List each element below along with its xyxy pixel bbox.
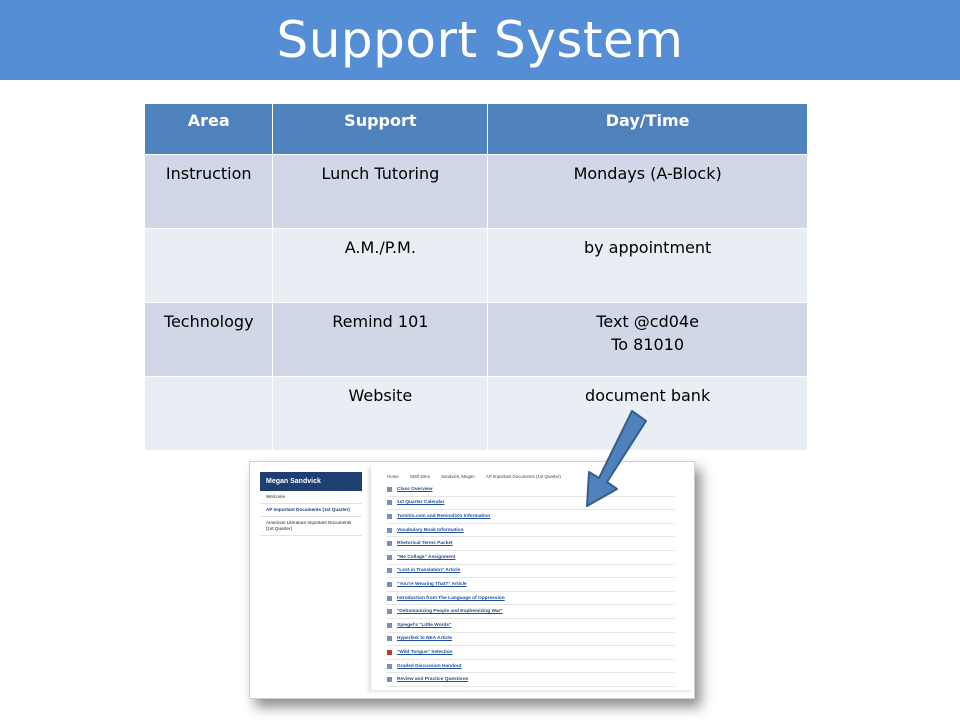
arrow-icon [586, 410, 647, 507]
website-screenshot: Megan Sandvick Welcome AP Important Docu… [249, 461, 695, 699]
table-header-row: Area Support Day/Time [145, 104, 808, 154]
document-link[interactable]: Vocabulary Book Information [397, 527, 464, 533]
list-item[interactable]: Hyperlink to NEA Article [387, 633, 675, 647]
website-sidebar: Megan Sandvick Welcome AP Important Docu… [260, 472, 362, 536]
document-link[interactable]: "Dehumanizing People and Euphemizing War… [397, 609, 503, 615]
cell-time-line-1: Text @cd04e [596, 311, 699, 331]
document-icon [387, 568, 392, 574]
document-link[interactable]: "Lost in Translation" Article [397, 568, 461, 574]
slide-title: Support System [276, 11, 684, 69]
document-link[interactable]: Class Overview [397, 486, 433, 492]
cell-area [145, 375, 274, 450]
cell-time-line-2: To 81010 [611, 334, 685, 354]
list-item[interactable]: Turnitin.com and Remind101 Information [387, 510, 675, 524]
document-link[interactable]: "Me Collage" Assignment [397, 554, 456, 560]
document-link[interactable]: 1st Quarter Calendar [397, 500, 445, 506]
cell-area: Instruction [145, 153, 274, 228]
document-list: Class Overview 1st Quarter Calendar Turn… [387, 483, 675, 687]
cell-time: Text @cd04e To 81010 [487, 301, 808, 376]
document-icon [387, 581, 392, 587]
list-item[interactable]: "Lost in Translation" Article [387, 565, 675, 579]
header-day-time: Day/Time [487, 104, 808, 154]
document-icon [387, 663, 392, 669]
sidebar-item-welcome[interactable]: Welcome [260, 491, 362, 504]
document-icon [387, 486, 392, 492]
document-icon [387, 677, 392, 683]
website-main: Home Staff Sites Sandvick, Megan AP Impo… [370, 466, 693, 690]
breadcrumb-item[interactable]: Staff Sites [409, 474, 430, 479]
document-icon [387, 595, 392, 601]
list-item[interactable]: Graded Discussion Handout [387, 660, 675, 674]
pdf-icon [387, 649, 392, 655]
document-icon [387, 513, 392, 519]
list-item[interactable]: Spiegel's "Little Words" [387, 619, 675, 633]
document-link[interactable]: Review and Practice Questions [397, 677, 469, 683]
list-item[interactable]: Vocabulary Book Information [387, 524, 675, 538]
document-icon [387, 500, 392, 506]
list-item[interactable]: Review and Practice Questions [387, 673, 675, 687]
table-row: Technology Remind 101 Text @cd04e To 810… [145, 301, 808, 376]
cell-support: Lunch Tutoring [272, 153, 489, 228]
cell-support: A.M./P.M. [272, 227, 489, 302]
table-row: Website document bank [145, 375, 808, 450]
breadcrumb-item[interactable]: AP Important Documents (1st Quarter) [485, 474, 561, 479]
sidebar-item-american-literature[interactable]: American Literature Important Documents … [260, 517, 362, 536]
document-icon [387, 554, 392, 560]
list-item[interactable]: 1st Quarter Calendar [387, 497, 675, 511]
document-icon [387, 622, 392, 628]
table-row: Instruction Lunch Tutoring Mondays (A-Bl… [145, 153, 808, 228]
document-link[interactable]: "You're Wearing That?" Article [397, 581, 467, 587]
document-link[interactable]: Turnitin.com and Remind101 Information [397, 513, 491, 519]
document-link[interactable]: "Wild Tongue" Selection [397, 649, 453, 655]
title-bar: Support System [0, 0, 960, 80]
document-link[interactable]: Graded Discussion Handout [397, 663, 462, 669]
document-link[interactable]: Spiegel's "Little Words" [397, 622, 452, 628]
cell-time: by appointment [487, 227, 808, 302]
cell-time: Mondays (A-Block) [487, 153, 808, 228]
document-link[interactable]: Introduction from The Language of Oppres… [397, 595, 505, 601]
document-link[interactable]: Rhetorical Terms Packet [397, 541, 453, 547]
breadcrumb-item[interactable]: Home [387, 474, 399, 479]
list-item[interactable]: Class Overview [387, 483, 675, 497]
table-row: A.M./P.M. by appointment [145, 227, 808, 302]
cell-area: Technology [145, 301, 274, 376]
list-item[interactable]: Introduction from The Language of Oppres… [387, 592, 675, 606]
list-item[interactable]: "You're Wearing That?" Article [387, 578, 675, 592]
list-item[interactable]: "Me Collage" Assignment [387, 551, 675, 565]
list-item[interactable]: "Dehumanizing People and Euphemizing War… [387, 605, 675, 619]
header-area: Area [145, 104, 274, 154]
breadcrumb-item[interactable]: Sandvick, Megan [441, 474, 475, 479]
breadcrumb: Home Staff Sites Sandvick, Megan AP Impo… [371, 466, 693, 483]
document-icon [387, 636, 392, 642]
cell-support: Website [272, 375, 489, 450]
sidebar-title: Megan Sandvick [260, 472, 362, 491]
header-support: Support [272, 104, 489, 154]
document-icon [387, 609, 392, 615]
cell-area [145, 227, 274, 302]
support-table: Area Support Day/Time Instruction Lunch … [145, 104, 808, 450]
document-icon [387, 527, 392, 533]
list-item[interactable]: Rhetorical Terms Packet [387, 537, 675, 551]
document-icon [387, 541, 392, 547]
sidebar-item-ap-documents[interactable]: AP Important Documents (1st Quarter) [260, 504, 362, 517]
cell-support: Remind 101 [272, 301, 489, 376]
cell-time: document bank [487, 375, 808, 450]
list-item[interactable]: "Wild Tongue" Selection [387, 646, 675, 660]
document-link[interactable]: Hyperlink to NEA Article [397, 636, 453, 642]
